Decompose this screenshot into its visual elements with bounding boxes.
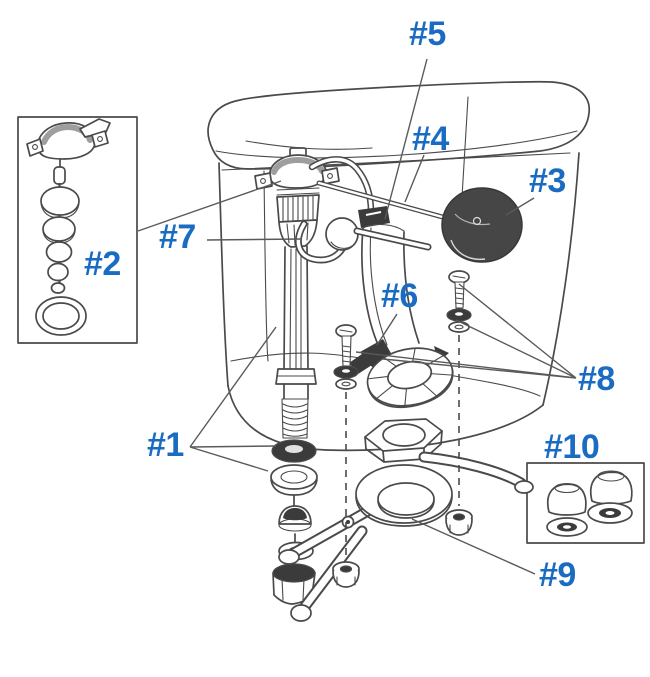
callout-part-7: #7 — [159, 218, 196, 256]
ballcock-repair-kit-box — [17, 116, 138, 344]
callout-part-10: #10 — [544, 428, 600, 466]
linkage-ball — [325, 217, 359, 251]
callout-part-4: #4 — [412, 120, 449, 158]
kit-gasket-ring — [35, 296, 87, 336]
kit-washer-small — [45, 241, 73, 263]
flapper — [349, 339, 454, 409]
callout-part-5: #5 — [409, 15, 446, 53]
leader-lines — [137, 58, 577, 575]
callout-part-3: #3 — [529, 162, 566, 200]
float-rod — [316, 180, 460, 224]
shank-washers-and-nuts — [270, 439, 318, 605]
fill-valve — [254, 147, 340, 439]
callout-part-8: #8 — [578, 360, 615, 398]
kit-plunger-stem — [53, 166, 66, 185]
callout-part-1: #1 — [147, 426, 184, 464]
bolt-cap-left — [546, 483, 587, 516]
callout-part-2: #2 — [84, 245, 121, 283]
kit-washer-large — [40, 186, 80, 216]
bolt-caps-box — [526, 462, 645, 544]
callout-part-9: #9 — [539, 556, 576, 594]
flush-valve-locknut — [364, 418, 443, 463]
tank-to-bowl-gasket — [355, 464, 453, 527]
kit-washer-medium — [42, 216, 76, 242]
shank-flanged-ring — [270, 464, 318, 490]
float-linkage — [295, 217, 432, 264]
callout-part-6: #6 — [381, 277, 418, 315]
mounting-bracket — [278, 451, 534, 622]
refill-tube-clip — [358, 206, 390, 228]
bolt-cap-right — [589, 471, 633, 505]
float-ball — [441, 187, 523, 263]
tank-bolt-left — [332, 324, 360, 588]
valve-riser-column — [283, 245, 309, 370]
